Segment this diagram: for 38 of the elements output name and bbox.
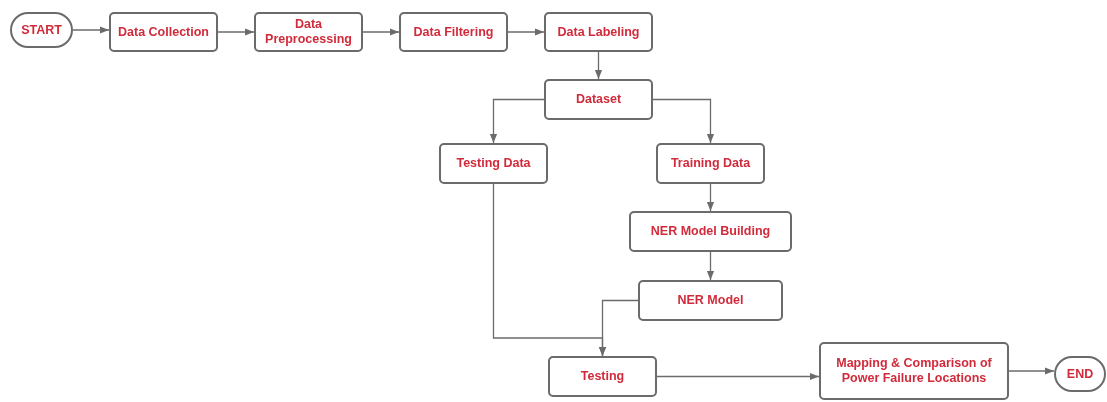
arrow [507,28,545,36]
arrow [362,28,400,36]
step-label: START [21,22,62,38]
step-label: Testing [580,369,625,384]
step-label: Data Collection [118,24,209,40]
arrow [594,51,603,80]
process-box [656,143,765,184]
process-box [629,211,792,252]
process-box [254,12,363,52]
step-label: END [1066,366,1094,382]
step-label: Testing Data [456,156,531,171]
process-box [548,356,657,397]
step-label: NER Model Building [650,224,771,239]
arrow [217,28,255,36]
process-box [439,143,548,184]
step-label: NER Model [677,293,744,308]
step-label: Training Data [670,156,751,171]
arrow [72,26,110,34]
arrow [1008,367,1055,375]
step-label: Data Labeling [557,24,640,40]
terminal-shape [1054,356,1106,392]
process-box [638,280,783,321]
arrow [706,183,715,212]
arrow [598,299,639,357]
process-box [819,342,1009,400]
step-label: Data Filtering [413,24,494,40]
step-label: Mapping & Comparison of Power Failure Locations [835,356,993,386]
process-box [544,79,653,120]
arrow [652,98,715,144]
terminal-shape [10,12,73,48]
process-box [544,12,653,52]
arrow [656,372,820,381]
arrow [706,251,715,281]
process-box [399,12,508,52]
arrow [489,98,545,144]
step-label: Data Preprocessing [264,17,353,47]
step-label: Dataset [575,92,622,107]
process-box [109,12,218,52]
